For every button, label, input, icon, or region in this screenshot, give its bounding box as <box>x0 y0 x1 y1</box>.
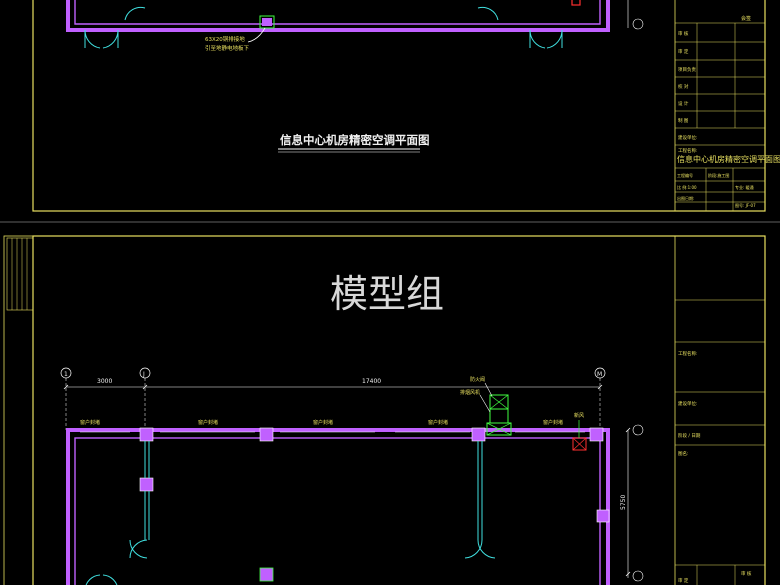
tb-project-label: 工程名称: <box>678 147 698 154</box>
btb-footer-1: 审 定 <box>678 577 689 584</box>
dim-3000: 3000 <box>97 378 112 385</box>
window-label-4: 窗户封堵 <box>428 419 448 426</box>
equipment <box>479 382 587 451</box>
btb-row-1: 工程名称: <box>678 350 698 357</box>
window-label-2: 窗户封堵 <box>198 419 218 426</box>
tb-scale: 比 例:1:00 <box>677 184 697 190</box>
tb-stage-value: 阶段:施工图 <box>708 172 729 178</box>
tb-row-4: 校 对 <box>678 83 689 90</box>
top-title-block: 会签 审 核 审 定 项目负责 校 对 设 计 制 图 建设单位: 工程名称: … <box>674 0 780 212</box>
tb-discipline: 专业: 暖通 <box>735 184 754 190</box>
dim-17400: 17400 <box>362 378 381 385</box>
btb-row-3: 阶段 / 日期 <box>678 432 701 439</box>
window-label-3: 窗户封堵 <box>313 419 333 426</box>
bottom-room-plan <box>66 427 610 585</box>
equipment-label-exhaust-fan: 排烟风机 <box>460 389 480 396</box>
watermark-text: 模型组 <box>330 272 444 316</box>
btb-row-4: 图名: <box>678 450 689 457</box>
equipment-label-fresh-air: 新风 <box>574 412 584 419</box>
window-label-1: 窗户封堵 <box>80 419 100 426</box>
callout-line-1: 63X20铜排接地 <box>205 35 245 43</box>
callout-line-2: 引至地静电地板下 <box>205 44 250 52</box>
dim-5750: 5750 <box>620 495 627 510</box>
tb-client-label: 建设单位: <box>678 134 698 141</box>
axis-label-2: J <box>142 371 145 378</box>
bottom-title-block: 工程名称: 建设单位: 阶段 / 日期 图名: 审 定 审 核 <box>674 235 766 585</box>
top-sheet: 63X20铜排接地 引至地静电地板下 信息中心机房精密空调平面图 会签 审 <box>0 0 780 223</box>
tb-row-6: 制 图 <box>678 117 689 124</box>
axis-label-1: 1 <box>64 371 68 378</box>
tb-row-3: 项目负责 <box>678 66 696 73</box>
equipment-label-fire-damper: 防火阀 <box>470 376 485 383</box>
tb-row-1: 审 核 <box>678 30 689 37</box>
axis-markers: 1 J M <box>60 367 606 430</box>
tb-row-5: 设 计 <box>678 100 689 107</box>
dimensions: 3000 17400 5750 <box>63 378 644 582</box>
axis-label-3: M <box>597 371 602 378</box>
tb-sheet-no: 图号: JF-07 <box>735 202 756 208</box>
window-label-5: 窗户封堵 <box>543 419 563 426</box>
btb-row-2: 建设单位: <box>678 400 698 407</box>
bottom-sheet: 模型组 1 J M 3000 17400 5750 <box>3 235 766 585</box>
drawing-title: 信息中心机房精密空调平面图 <box>280 133 430 147</box>
tb-date: 出图日期: <box>677 195 694 201</box>
tb-stage-label: 工程编号 <box>677 172 693 178</box>
tb-row-2: 审 定 <box>678 48 689 55</box>
top-room-plan <box>66 0 644 49</box>
tb-drawing-title: 信息中心机房精密空调平面图 <box>677 154 780 164</box>
btb-footer-2: 审 核 <box>741 570 752 577</box>
countersign-header: 会签 <box>741 15 751 22</box>
